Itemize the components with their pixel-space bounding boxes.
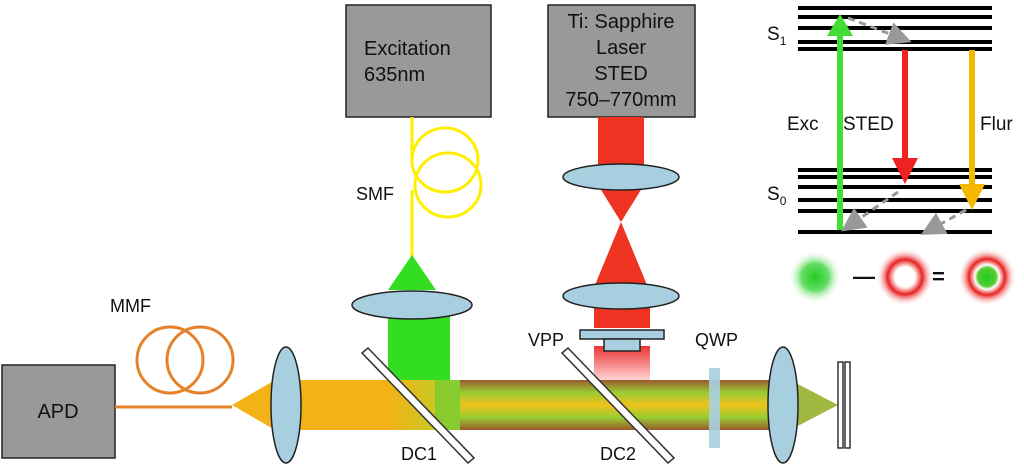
s0-label: S0 (767, 184, 787, 208)
laser-label-line4: 750–770mm (565, 89, 676, 111)
optical-lens-icon (767, 346, 799, 464)
laser-label-line1: Ti: Sapphire (567, 11, 674, 33)
dc1-label: DC1 (401, 444, 437, 464)
mmf-label: MMF (110, 296, 151, 316)
optical-lens-icon (562, 163, 680, 191)
sted-label: STED (843, 114, 894, 135)
optical-lens-icon (562, 282, 680, 310)
vpp-label: VPP (528, 330, 564, 350)
fluorescence-focus-cone (232, 380, 275, 430)
s1-label: S1 (767, 24, 787, 48)
equals-sign: = (932, 264, 945, 289)
excitation-beam-cone (388, 255, 436, 290)
excitation-psf (788, 250, 842, 304)
ti-sapphire-laser-box: Ti: Sapphire Laser STED 750–770mm (547, 4, 696, 118)
qwp-label: QWP (695, 330, 738, 350)
sted-donut-psf (876, 248, 934, 306)
psf-equation: — = (788, 248, 1016, 306)
mirror-icon (837, 361, 851, 449)
vpp-phase-plate-icon (579, 329, 665, 352)
effective-psf (958, 248, 1016, 306)
dichroic-mirror-icon (560, 346, 676, 465)
optical-lens-icon (351, 290, 473, 320)
minus-sign: — (853, 264, 875, 289)
smf-fiber-coil-icon (410, 117, 483, 258)
laser-label-line2: Laser (596, 37, 646, 59)
dichroic-mirror-icon (360, 346, 476, 465)
apd-label: APD (37, 401, 78, 423)
sted-beam-top (598, 117, 644, 167)
excitation-label-line1: Excitation (364, 38, 451, 60)
objective-focus-cone (790, 380, 838, 430)
qwp-plate (709, 368, 720, 448)
mmf-fiber-coil-icon (115, 325, 235, 409)
sted-beam-after-vpp (594, 346, 650, 382)
optical-lens-icon (270, 346, 302, 464)
sted-beam-expand (595, 222, 647, 285)
excitation-laser-box: Excitation 635nm (345, 4, 492, 118)
excitation-label-line2: 635nm (364, 64, 425, 86)
laser-label-line3: STED (594, 63, 647, 85)
energy-level-diagram: S1 S0 Exc STED Flur (767, 6, 1013, 235)
smf-label: SMF (356, 184, 394, 204)
dc2-label: DC2 (600, 444, 636, 464)
sted-beam-focus-down (598, 185, 644, 222)
flur-label: Flur (980, 114, 1013, 135)
apd-detector-box: APD (1, 364, 116, 459)
exc-label: Exc (787, 114, 819, 135)
